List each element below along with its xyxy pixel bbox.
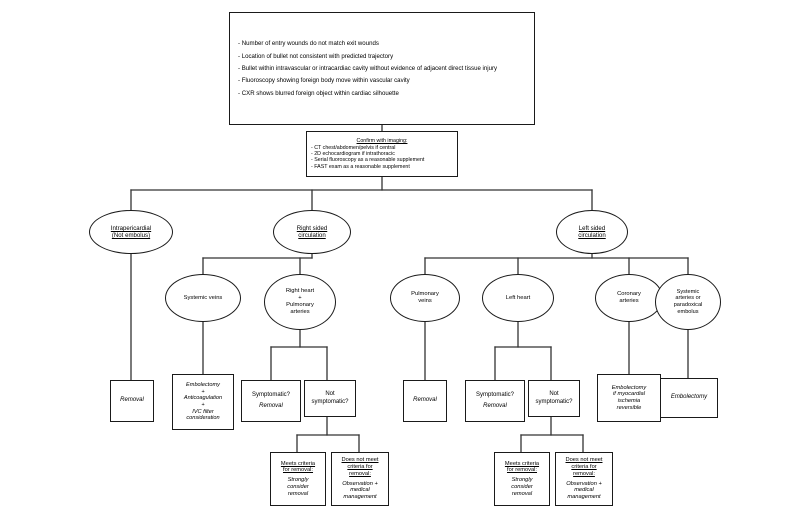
- not-meets-criteria-right-header-2: criteria for: [347, 464, 373, 471]
- imaging-line-3: - Serial fluoroscopy as a reasonable sup…: [311, 157, 425, 164]
- node-right-sided-circulation: Right sided circulation: [273, 210, 351, 254]
- not-meets-criteria-left-line-2: medical: [574, 487, 594, 494]
- box-meets-criteria-left: Meets criteria for removal: Strongly con…: [494, 452, 550, 506]
- embolectomy-coronary-line-1: Embolectomy: [611, 384, 647, 391]
- symptomatic-left-line-1: Symptomatic?: [475, 392, 514, 399]
- imaging-line-2: - 2D echocardiogram if intrathoracic: [311, 151, 395, 158]
- pulmonary-veins-line-1: Pulmonary: [411, 291, 439, 298]
- not-symptomatic-right-line-2: symptomatic?: [311, 398, 349, 405]
- not-meets-criteria-right-header-3: removal:: [349, 470, 371, 477]
- node-left-heart: Left heart: [482, 274, 554, 322]
- removal-pericardial-line-1: Removal: [120, 397, 144, 404]
- symptomatic-right-line-2: Removal: [259, 402, 283, 409]
- node-left-sided-circulation: Left sided circulation: [556, 210, 628, 254]
- box-not-meets-criteria-right: Does not meet criteria for removal: Obse…: [331, 452, 389, 506]
- imaging-line-1: - CT chest/abdomen/pelvis if central: [311, 144, 396, 151]
- criteria-line-5: - CXR shows blurred foreign object withi…: [238, 89, 399, 97]
- right-sided-line-2: circulation: [298, 232, 326, 239]
- embolectomy-anticoag-line-4: +: [201, 402, 205, 408]
- meets-criteria-left-line-3: removal: [511, 490, 533, 497]
- embolectomy-coronary-line-2: if myocardial: [613, 391, 645, 398]
- left-sided-line-1: Left sided: [578, 224, 606, 232]
- box-embolectomy-coronary: Embolectomy if myocardial ischemia rever…: [597, 374, 661, 422]
- systemic-arteries-line-4: embolus: [677, 308, 699, 315]
- node-systemic-veins: Systemic veins: [165, 274, 241, 322]
- box-symptomatic-left: Symptomatic? Removal: [465, 380, 525, 422]
- embolectomy-coronary-line-4: reversible: [616, 404, 642, 411]
- not-meets-criteria-right-header-1: Does not meet: [341, 457, 379, 464]
- criteria-line-3: - Bullet within intravascular or intraca…: [238, 64, 498, 72]
- not-meets-criteria-right-line-2: medical: [350, 487, 370, 494]
- left-heart-line-1: Left heart: [505, 294, 531, 301]
- meets-criteria-left-header-2: for removal:: [506, 467, 538, 474]
- not-symptomatic-right-line-1: Not: [325, 391, 335, 398]
- coronary-arteries-line-1: Coronary: [617, 291, 641, 298]
- node-pulmonary-veins: Pulmonary veins: [390, 274, 460, 322]
- node-systemic-arteries: Systemic arteries or paradoxical embolus: [655, 274, 721, 330]
- box-symptomatic-right: Symptomatic? Removal: [241, 380, 301, 422]
- node-intrapericardial: Intrapericardial (Not embolus): [89, 210, 173, 254]
- imaging-line-4: - FAST exam as a reasonable supplement: [311, 163, 410, 170]
- not-meets-criteria-left-header-1: Does not meet: [565, 457, 603, 464]
- imaging-header: Confirm with imaging:: [356, 138, 408, 145]
- not-symptomatic-left-line-1: Not: [549, 391, 559, 398]
- meets-criteria-left-line-2: consider: [511, 483, 533, 490]
- criteria-box: - Number of entry wounds do not match ex…: [229, 12, 535, 125]
- not-meets-criteria-right-line-3: management: [343, 493, 377, 500]
- not-meets-criteria-left-line-3: management: [567, 493, 601, 500]
- node-right-heart: Right heart + Pulmonary arteries: [264, 274, 336, 330]
- systemic-arteries-line-3: paradoxical: [673, 302, 703, 308]
- criteria-line-4: - Fluoroscopy showing foreign body move …: [238, 77, 410, 85]
- box-not-meets-criteria-left: Does not meet criteria for removal: Obse…: [555, 452, 613, 506]
- box-removal-pericardial: Removal: [110, 380, 154, 422]
- systemic-arteries-line-1: Systemic: [676, 288, 700, 295]
- systemic-veins-line-1: Systemic veins: [183, 294, 223, 301]
- right-heart-line-1: Right heart: [285, 288, 315, 295]
- box-removal-pulmonary-veins: Removal: [403, 380, 447, 422]
- embolectomy-anticoag-line-3: Anticoagulation: [183, 395, 223, 402]
- embolectomy-anticoag-line-1: Embolectomy: [186, 382, 220, 389]
- box-not-symptomatic-left: Not symptomatic?: [528, 380, 580, 417]
- embolectomy-coronary-line-3: ischemia: [617, 398, 641, 404]
- meets-criteria-left-line-1: Strongly: [511, 477, 533, 484]
- intrapericardial-line-2: (Not embolus): [111, 232, 151, 239]
- embolectomy-anticoag-line-6: consideration: [186, 415, 220, 422]
- systemic-arteries-line-2: arteries or: [675, 295, 701, 302]
- meets-criteria-right-header-2: for removal:: [282, 467, 314, 474]
- imaging-box: Confirm with imaging: - CT chest/abdomen…: [306, 131, 458, 177]
- meets-criteria-right-line-2: consider: [287, 483, 309, 490]
- right-sided-line-1: Right sided: [296, 224, 328, 232]
- right-heart-line-3: Pulmonary: [286, 302, 314, 308]
- right-heart-line-2: +: [298, 295, 302, 302]
- removal-pulmonary-veins-line-1: Removal: [413, 397, 437, 404]
- pulmonary-veins-line-2: veins: [418, 298, 432, 304]
- box-not-symptomatic-right: Not symptomatic?: [304, 380, 356, 417]
- right-heart-line-4: arteries: [290, 308, 310, 315]
- embolectomy-anticoag-line-2: +: [201, 388, 205, 395]
- coronary-arteries-line-2: arteries: [619, 298, 639, 304]
- node-coronary-arteries: Coronary arteries: [595, 274, 663, 322]
- not-meets-criteria-left-header-2: criteria for: [571, 464, 597, 471]
- criteria-line-1: - Number of entry wounds do not match ex…: [238, 40, 379, 48]
- intrapericardial-line-1: Intrapericardial: [110, 224, 152, 232]
- symptomatic-right-line-1: Symptomatic?: [251, 392, 290, 399]
- meets-criteria-right-line-1: Strongly: [287, 477, 309, 484]
- meets-criteria-right-line-3: removal: [287, 490, 309, 497]
- not-meets-criteria-left-header-3: removal:: [573, 470, 595, 477]
- embolectomy-systemic-line-1: Embolectomy: [670, 394, 708, 401]
- meets-criteria-right-header-1: Meets criteria: [280, 460, 316, 467]
- box-embolectomy-systemic: Embolectomy: [660, 378, 718, 418]
- embolectomy-anticoag-line-5: IVC filter: [192, 408, 214, 415]
- not-meets-criteria-right-line-1: Observation +: [342, 480, 378, 487]
- criteria-line-2: - Location of bullet not consistent with…: [238, 52, 394, 60]
- box-embolectomy-anticoagulation: Embolectomy + Anticoagulation + IVC filt…: [172, 374, 234, 430]
- box-meets-criteria-right: Meets criteria for removal: Strongly con…: [270, 452, 326, 506]
- not-symptomatic-left-line-2: symptomatic?: [535, 398, 573, 405]
- left-sided-line-2: circulation: [578, 232, 606, 239]
- symptomatic-left-line-2: Removal: [483, 402, 507, 409]
- not-meets-criteria-left-line-1: Observation +: [566, 480, 602, 487]
- meets-criteria-left-header-1: Meets criteria: [504, 460, 540, 467]
